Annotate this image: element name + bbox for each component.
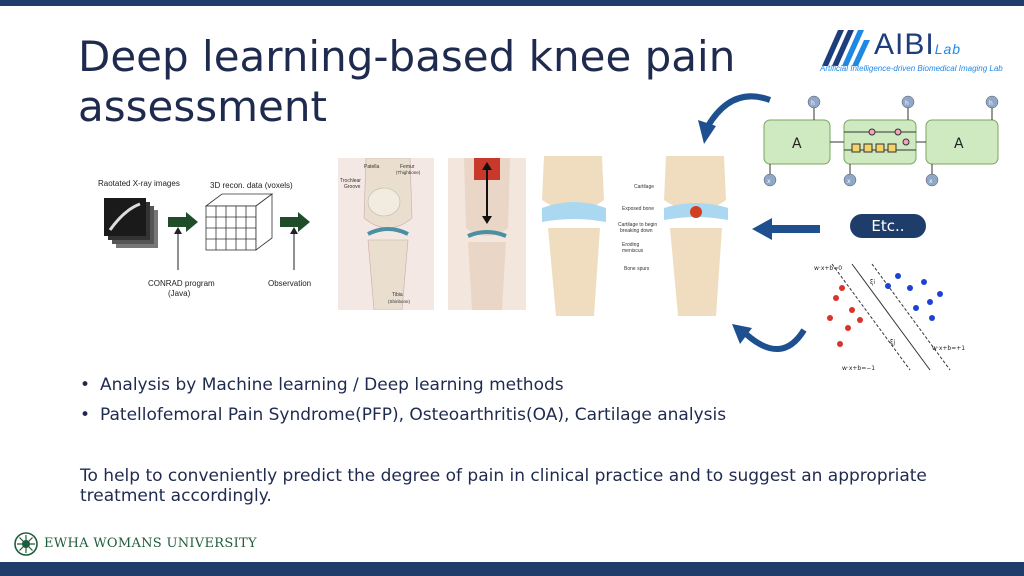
h-output-3-label: h: [989, 100, 993, 107]
flow-arrow-2-icon: [280, 212, 310, 232]
logo-brand-suffix: Lab: [934, 41, 962, 57]
conrad-label: CONRAD program: [148, 279, 215, 288]
tibia-sub-label: (Shinbone): [388, 299, 411, 304]
x-input-3-label: x: [929, 178, 933, 185]
bullet-list: • Analysis by Machine learning / Deep lea…: [80, 370, 726, 430]
femur-sub-label: (Thighbone): [396, 170, 421, 175]
ewha-footer-logo: EWHA WOMANS UNIVERSITY: [14, 532, 257, 556]
groove-label: Groove: [344, 184, 361, 190]
slack-xi-label: ξi: [870, 279, 875, 286]
x-input-2-label: x: [847, 178, 851, 185]
cartilage-begin-label: Cartilage to begin: [618, 222, 657, 228]
slack-xj-label: ξj: [890, 339, 895, 346]
bullet-text: Analysis by Machine learning / Deep lear…: [100, 375, 564, 395]
cartilage-label: Cartilage: [634, 184, 654, 190]
h-output-2-label: h: [905, 100, 909, 107]
recon-label: 3D recon. data (voxels): [210, 181, 293, 190]
svm-margin-positive-label: w·x+b=+1: [932, 345, 965, 352]
femur-label: Femur: [400, 164, 415, 170]
eroding-label: Eroding: [622, 242, 639, 248]
rnn-inner-gates-icon: [844, 128, 916, 153]
aibi-logo-mark-icon: [822, 30, 870, 66]
left-arrow-icon: [752, 218, 820, 240]
logo-brand: AIBI: [874, 28, 935, 61]
bone-spurs-label: Bone spurs: [624, 266, 650, 272]
observation-label: Observation: [268, 279, 311, 288]
curved-arrow-top-icon: [698, 93, 772, 144]
exposed-bone-label: Exposed bone: [622, 206, 654, 212]
healthy-knee-icon: [542, 156, 606, 316]
bullet-item: • Analysis by Machine learning / Deep lea…: [80, 370, 726, 400]
patella-label: Patella: [364, 164, 380, 170]
rnn-cell-left-label: A: [792, 136, 802, 152]
flow-arrow-1-icon: [168, 212, 198, 232]
bullet-dot-icon: •: [80, 405, 91, 425]
svm-hyperplane-label: w·x+b=0: [814, 265, 842, 272]
aibi-lab-logo: AIBILab Artificial Intelligence-driven B…: [820, 28, 1010, 78]
xray-reconstruction-diagram: Raotated X-ray images 3D recon. data (vo…: [98, 179, 311, 298]
bullet-dot-icon: •: [80, 375, 91, 395]
positive-class-points-icon: [885, 273, 943, 321]
ewha-emblem-icon: [14, 532, 38, 556]
svm-margin-negative-label: w·x+b=−1: [842, 365, 875, 372]
knee-pain-arrow-illustration: [448, 158, 526, 310]
conrad-lang-label: (Java): [168, 289, 191, 298]
h-output-1-label: h: [811, 100, 815, 107]
xray-stack-icon: [104, 198, 158, 248]
rotated-xray-label: Raotated X-ray images: [98, 179, 180, 188]
trochlear-label: Trochlear: [340, 178, 361, 184]
knee-anatomy-illustration: Patella Femur (Thighbone) Trochlear Groo…: [338, 158, 434, 310]
svm-diagram: w·x+b=0 w·x+b=+1 w·x+b=−1 ξi ξj: [814, 263, 965, 372]
voxel-cube-icon: [204, 193, 274, 251]
meniscus-label: meniscus: [622, 248, 644, 254]
logo-tagline: Artificial Intelligence-driven Biomedica…: [820, 64, 1003, 73]
cartilage-begin-label-2: breaking down: [620, 228, 653, 234]
bullet-text: Patellofemoral Pain Syndrome(PFP), Osteo…: [100, 405, 727, 425]
rnn-cell-right-label: A: [954, 136, 964, 152]
tibia-label: Tibia: [392, 292, 403, 298]
summary-text: To help to conveniently predict the degr…: [80, 466, 927, 506]
university-name: EWHA WOMANS UNIVERSITY: [44, 536, 257, 551]
bottom-accent-bar: [0, 562, 1024, 576]
rnn-diagram: A A h h h x x x: [763, 95, 999, 187]
arthritic-knee-icon: [664, 156, 728, 316]
x-input-1-label: x: [767, 178, 771, 185]
top-accent-bar: [0, 0, 1024, 6]
slide-title: Deep learning-based knee pain assessment: [78, 32, 736, 131]
etc-badge: Etc..: [850, 214, 926, 238]
bullet-item: • Patellofemoral Pain Syndrome(PFP), Oste…: [80, 400, 726, 430]
curved-arrow-bottom-icon: [732, 324, 807, 353]
osteoarthritis-comparison-illustration: Cartilage Exposed bone Cartilage to begi…: [542, 156, 728, 316]
negative-class-points-icon: [827, 285, 863, 347]
